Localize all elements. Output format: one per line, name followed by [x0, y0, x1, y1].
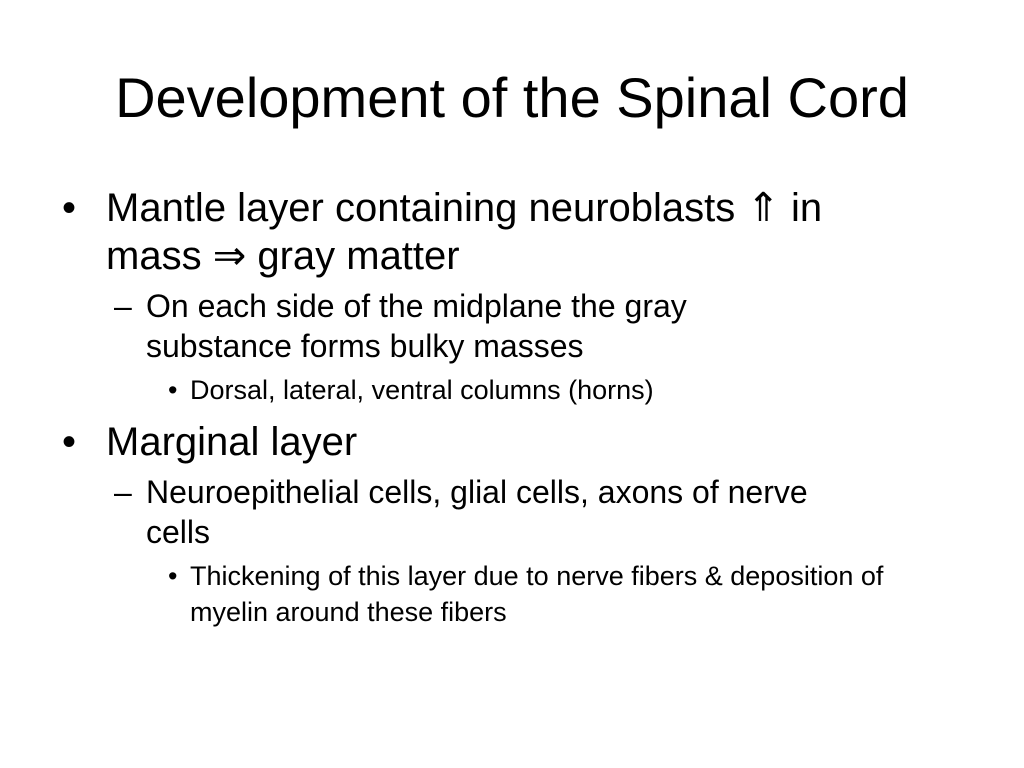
sub-bullet-marker: – [114, 288, 132, 324]
bullet-marker: • [62, 186, 77, 230]
bullet-marginal-layer: • Marginal layer [58, 418, 958, 466]
up-arrow-icon: ⇑ [746, 185, 780, 231]
sub-sub-bullet-text: Dorsal, lateral, ventral columns (horns) [190, 375, 654, 405]
bullet-text-part: in mass [106, 186, 823, 278]
sub-bullet-text: On each side of the midplane the gray su… [146, 288, 687, 364]
sub-sub-bullet-marker: • [168, 561, 178, 591]
sub-sub-bullet-columns: • Dorsal, lateral, ventral columns (horn… [168, 372, 958, 408]
sub-bullet-gray-substance: – On each side of the midplane the gray … [114, 286, 958, 366]
bullet-text: Mantle layer containing neuroblasts ⇑ in… [106, 184, 926, 280]
bullet-text-part: Mantle layer containing neuroblasts [106, 186, 747, 230]
sub-bullet-text: Neuroepithelial cells, glial cells, axon… [146, 474, 808, 550]
bullet-marker: • [62, 420, 77, 464]
bullet-text: Marginal layer [106, 420, 358, 464]
sub-bullet-marker: – [114, 474, 132, 510]
sub-sub-bullet-text: Thickening of this layer due to nerve fi… [190, 561, 884, 627]
sub-bullet-cells: – Neuroepithelial cells, glial cells, ax… [114, 472, 958, 552]
sub-sub-bullet-thickening: • Thickening of this layer due to nerve … [168, 558, 958, 630]
sub-sub-bullet-marker: • [168, 375, 178, 405]
slide-content: • Mantle layer containing neuroblasts ⇑ … [58, 184, 958, 640]
right-arrow-icon: ⇒ [212, 233, 247, 279]
bullet-text-part: gray matter [246, 234, 460, 278]
bullet-mantle-layer: • Mantle layer containing neuroblasts ⇑ … [58, 184, 958, 280]
slide-title: Development of the Spinal Cord [115, 66, 909, 129]
